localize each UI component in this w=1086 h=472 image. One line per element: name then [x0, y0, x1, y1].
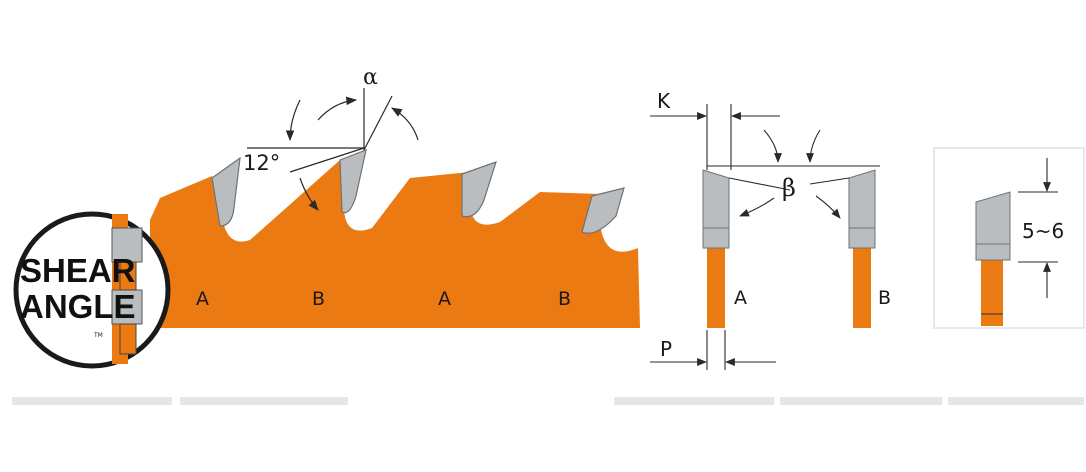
angle-lines [247, 88, 419, 211]
blade-body [150, 160, 640, 328]
side-view: 5~6 [933, 147, 1085, 329]
p-label: P [660, 337, 672, 361]
side-tooth [975, 191, 1011, 245]
front-tooth-b [848, 169, 876, 328]
beta-label: β [782, 174, 796, 202]
k-label: K [657, 89, 671, 113]
tooth-label-a-1: A [196, 288, 209, 310]
tooth-label-b-1: B [312, 288, 325, 310]
logo-line-2: ANGLE [20, 288, 136, 325]
front-label-a: A [734, 287, 747, 309]
logo-line-1: SHEAR [20, 252, 136, 289]
front-tooth-a [702, 169, 730, 328]
blade-teeth [211, 149, 625, 234]
logo-trademark: TM [93, 332, 103, 339]
tooth-2 [339, 149, 367, 214]
tooth-label-b-2: B [558, 288, 571, 310]
side-view-frame [933, 147, 1085, 329]
side-blade [981, 258, 1003, 326]
bottom-dividers [12, 397, 1084, 405]
tooth-4 [581, 187, 625, 234]
front-label-b: B [878, 287, 891, 309]
logo-tooth-graphic [111, 214, 143, 364]
tooth-1 [211, 156, 241, 227]
tooth-label-a-2: A [438, 288, 451, 310]
blade-profile: 12° α A B A B [150, 65, 640, 328]
angle-12-label: 12° [243, 151, 280, 175]
height-label: 5~6 [1022, 219, 1064, 243]
front-lines [650, 104, 880, 370]
tooth-3 [461, 161, 497, 218]
tooth-labels: A B A B [196, 288, 571, 310]
shear-angle-logo: SHEAR ANGLE TM [13, 211, 171, 369]
front-view: K β A B P [650, 89, 891, 370]
side-lines [1018, 158, 1058, 298]
alpha-label: α [363, 65, 378, 90]
